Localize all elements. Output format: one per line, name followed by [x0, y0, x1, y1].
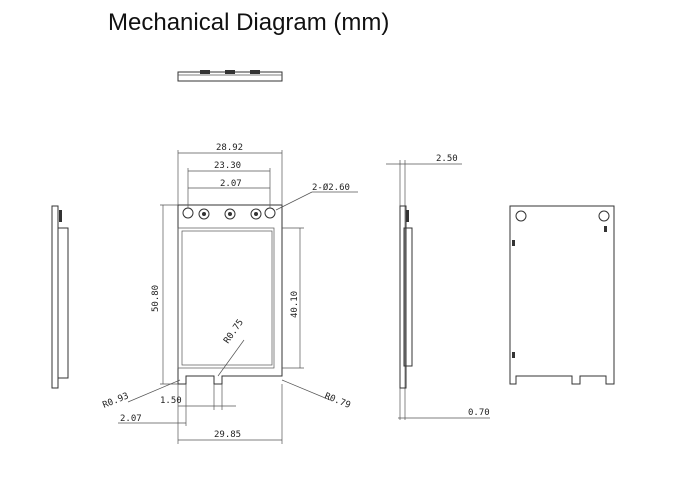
dim-edge-width: 29.85 [214, 430, 241, 440]
dim-connector-offset: 2.07 [220, 179, 242, 189]
top-edge-view [177, 70, 283, 82]
dim-pcb-height: 40.10 [290, 291, 300, 318]
dim-thickness-top: 2.50 [436, 154, 458, 164]
dim-overall-height: 50.80 [151, 285, 161, 312]
dim-holes: 2-Ø2.60 [312, 182, 350, 193]
left-side-view [51, 205, 69, 389]
dim-hole-spacing: 23.30 [214, 161, 241, 171]
connector-1 [198, 208, 210, 220]
dim-notch-offset: 2.07 [120, 414, 142, 424]
right-side-view [386, 160, 490, 420]
diagram-title: Mechanical Diagram (mm) [108, 9, 390, 36]
back-view-board [509, 205, 615, 385]
dim-notch-width: 1.50 [160, 396, 182, 406]
dim-left-corner-radius: R0.93 [101, 391, 130, 410]
mounting-hole-right [264, 207, 276, 219]
front-dimension-lines [118, 150, 358, 444]
front-view-board [177, 204, 283, 385]
dim-right-corner-radius: R0.79 [323, 392, 352, 411]
dim-overall-width: 28.92 [216, 143, 243, 153]
connector-3 [250, 208, 262, 220]
dim-notch-radius: R0.75 [222, 318, 246, 346]
mounting-hole-left [182, 207, 194, 219]
dim-thickness-bottom: 0.70 [468, 408, 490, 418]
connector-2 [224, 208, 236, 220]
